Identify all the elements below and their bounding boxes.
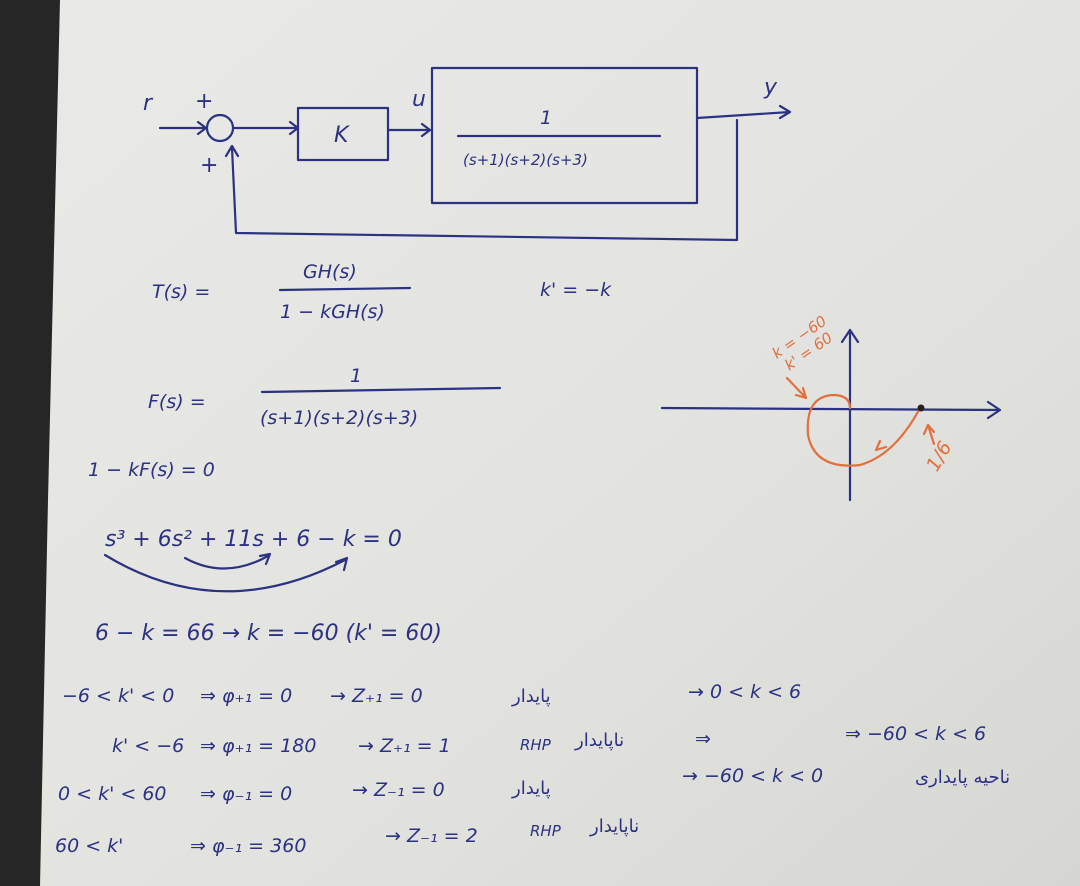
case-verdict: ناپایدار: [574, 730, 624, 751]
case-phi: ⇒ φ₊₁ = 180: [200, 735, 316, 757]
block-diagram: r + + K u 1 (s+1)(s+2)(s+3) y: [143, 66, 792, 242]
case-condition: 60 < k': [55, 835, 123, 857]
polynomial: s³ + 6s² + 11s + 6 − k = 0: [105, 527, 402, 552]
control-signal-label: u: [412, 87, 426, 112]
range-positive: → 0 < k < 6: [688, 681, 801, 703]
paper-sheet: [40, 0, 1080, 886]
case-row: −6 < k' < 0 ⇒ φ₊₁ = 0 → Z₊₁ = 0 پایدار: [62, 685, 551, 707]
f-numerator: 1: [350, 365, 362, 387]
equations: T(s) = GH(s) 1 − kGH(s) k' = −k F(s) = 1…: [88, 261, 612, 646]
nyquist-curve: [806, 393, 922, 467]
imag-axis: [840, 328, 860, 502]
case-row: 0 < k' < 60 ⇒ φ₋₁ = 0 → Z₋₁ = 0 پایدار: [58, 778, 551, 805]
case-z: → Z₋₁ = 0: [352, 779, 445, 801]
case-condition: 0 < k' < 60: [58, 783, 167, 805]
sum-plus-top: +: [195, 89, 213, 114]
implies-arrow: ⇒: [695, 728, 711, 750]
case-rhp: RHP: [530, 822, 562, 840]
f-lhs: F(s) =: [148, 391, 206, 413]
gain-block: [296, 106, 390, 162]
case-z: → Z₋₁ = 2: [385, 825, 478, 847]
case-verdict: ناپایدار: [589, 816, 639, 837]
case-phi: ⇒ φ₋₁ = 360: [190, 835, 306, 857]
range-negative: → −60 < k < 0: [682, 765, 823, 787]
case-rhp: RHP: [520, 736, 552, 754]
real-axis: [660, 400, 1002, 420]
case-row: k' < −6 ⇒ φ₊₁ = 180 → Z₊₁ = 1 RHP ناپاید…: [112, 730, 624, 757]
stability-cases: −6 < k' < 0 ⇒ φ₊₁ = 0 → Z₊₁ = 0 پایدار k…: [55, 685, 639, 857]
case-z: → Z₊₁ = 0: [330, 685, 423, 707]
k-prime-definition: k' = −k: [540, 279, 612, 301]
case-condition: −6 < k' < 0: [62, 685, 174, 707]
output-label: y: [763, 75, 778, 100]
t-lhs: T(s) =: [152, 281, 210, 303]
t-numerator: GH(s): [303, 261, 357, 283]
case-verdict: پایدار: [511, 778, 551, 799]
gain-label: K: [334, 123, 350, 148]
plant-denominator: (s+1)(s+2)(s+3): [463, 151, 588, 169]
crossing-arrow: [785, 376, 808, 400]
t-denominator: 1 − kGH(s): [280, 301, 385, 323]
stability-region-label: ناحیه پایداری: [915, 767, 1010, 788]
case-phi: ⇒ φ₋₁ = 0: [200, 783, 292, 805]
plant-block: [430, 66, 699, 205]
f-denominator: (s+1)(s+2)(s+3): [260, 407, 418, 429]
critical-gain-result: 6 − k = 66 → k = −60 (k' = 60): [95, 621, 442, 646]
case-z: → Z₊₁ = 1: [358, 735, 451, 757]
case-row: 60 < k' ⇒ φ₋₁ = 360 → Z₋₁ = 2 RHP ناپاید…: [55, 816, 639, 857]
input-label: r: [143, 91, 154, 116]
routh-arc-inner: [183, 552, 272, 570]
case-verdict: پایدار: [511, 686, 551, 707]
case-phi: ⇒ φ₊₁ = 0: [200, 685, 292, 707]
final-range: ⇒ −60 < k < 6: [845, 723, 986, 745]
feedback-path: [224, 118, 739, 242]
characteristic-equation: 1 − kF(s) = 0: [88, 459, 215, 481]
plant-numerator: 1: [540, 107, 552, 129]
conclusions: → 0 < k < 6 ⇒ → −60 < k < 0 ⇒ −60 < k < …: [682, 681, 1010, 788]
crossing-point: [917, 404, 925, 412]
sum-plus-bottom: +: [200, 153, 218, 178]
case-condition: k' < −6: [112, 735, 184, 757]
routh-arc-outer: [103, 553, 349, 593]
